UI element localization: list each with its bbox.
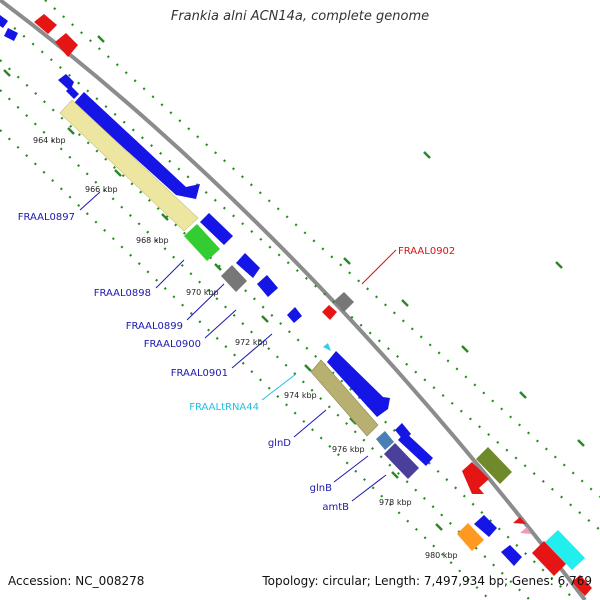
gene-feature-FRAAL0902[interactable]	[322, 305, 337, 320]
gene-feature[interactable]	[476, 447, 512, 484]
leader-line-glnD	[293, 409, 327, 438]
scale-label: 978 kbp	[379, 498, 412, 507]
scale-tick	[3, 69, 11, 77]
scale-tick	[97, 35, 105, 43]
gene-feature-FRAAL0900[interactable]	[221, 265, 247, 292]
scale-label: 968 kbp	[136, 236, 169, 245]
scale-tick	[67, 127, 75, 135]
scale-label: 966 kbp	[85, 185, 118, 194]
leader-line-FRAAL0897	[79, 191, 101, 211]
scale-tick	[519, 391, 527, 399]
scale-label: 980 kbp	[425, 551, 458, 560]
scale-label: 970 kbp	[186, 288, 219, 297]
leader-line-FRAAL0899	[186, 283, 225, 321]
gene-feature-FRAAL0902-grey[interactable]	[334, 292, 354, 312]
gene-feature[interactable]	[501, 545, 522, 566]
gene-feature[interactable]	[457, 523, 484, 551]
gene-feature-FRAAL0898-cds[interactable]	[200, 213, 233, 245]
accession-label: Accession: NC_008278	[8, 574, 145, 588]
genome-backbone	[0, 0, 587, 600]
gene-feature-FRAAL0897[interactable]	[59, 99, 199, 232]
scale-tick	[261, 315, 269, 323]
gene-feature-glnD[interactable]	[310, 359, 379, 437]
gene-label-FRAAL0900[interactable]: FRAAL0900	[144, 339, 201, 350]
scale-tick	[391, 471, 399, 479]
gene-feature-amtB[interactable]	[384, 443, 419, 479]
gene-feature-glnB-steel[interactable]	[376, 431, 394, 450]
scale-label: 976 kbp	[332, 445, 365, 454]
leader-line-FRAAL0901	[231, 333, 273, 369]
gene-label-FRAAL0897[interactable]: FRAAL0897	[18, 212, 75, 223]
gene-feature-FRAAL0900-cds[interactable]	[257, 275, 278, 297]
track-guide-inner-2	[0, 129, 491, 600]
gene-feature[interactable]	[66, 86, 79, 99]
scale-tick	[577, 439, 585, 447]
track-guide-outer-2	[4, 19, 600, 531]
gene-feature[interactable]	[520, 527, 531, 534]
gene-label-FRAAL0902[interactable]: FRAAL0902	[398, 246, 455, 257]
leader-line-FRAAL0898	[155, 259, 185, 289]
scale-tick	[161, 213, 169, 221]
genome-summary-label: Topology: circular; Length: 7,497,934 bp…	[262, 574, 592, 588]
gene-feature-FRAAL0898[interactable]	[184, 224, 220, 261]
gene-label-amtB[interactable]: amtB	[322, 502, 349, 513]
gene-feature-glnD-cds[interactable]	[327, 351, 390, 417]
leader-line-FRAALtRNA44	[261, 373, 297, 401]
outer-gene-features	[34, 14, 592, 596]
scale-tick	[349, 417, 357, 425]
scale-tick	[435, 523, 443, 531]
gene-feature[interactable]	[462, 462, 489, 494]
gene-label-FRAALtRNA44[interactable]: FRAALtRNA44	[189, 402, 259, 413]
scale-label: 974 kbp	[284, 391, 317, 400]
scale-tick	[304, 364, 312, 372]
gene-feature[interactable]	[4, 28, 18, 41]
leader-lines	[79, 191, 397, 502]
gene-label-FRAAL0901[interactable]: FRAAL0901	[171, 368, 228, 379]
gene-features	[0, 15, 522, 566]
gene-feature-FRAAL0897-cds[interactable]	[74, 92, 200, 199]
scale-tick	[555, 261, 563, 269]
track-guide-inner-1	[0, 89, 531, 600]
scale-tick	[114, 169, 122, 177]
leader-line-amtB	[351, 474, 387, 502]
track-guide-outer-3	[44, 0, 600, 498]
gene-label-FRAAL0898[interactable]: FRAAL0898	[94, 288, 151, 299]
leader-line-FRAAL0900	[204, 309, 237, 339]
scale-labels: 964 kbp 966 kbp 968 kbp 970 kbp 972 kbp …	[33, 136, 458, 560]
map-title: Frankia alni ACN14a, complete genome	[170, 9, 430, 24]
leader-line-glnB	[333, 455, 369, 483]
gene-label-glnB[interactable]: glnB	[310, 483, 332, 494]
gene-feature[interactable]	[34, 14, 57, 34]
gene-feature[interactable]	[513, 517, 526, 524]
gene-feature[interactable]	[532, 541, 566, 576]
gene-feature[interactable]	[55, 33, 78, 57]
scale-tick	[343, 257, 351, 265]
scale-tick	[461, 345, 469, 353]
leader-line-FRAAL0902	[361, 249, 397, 285]
gene-feature[interactable]	[0, 15, 8, 28]
gene-feature[interactable]	[545, 530, 585, 570]
scale-label: 972 kbp	[235, 338, 268, 347]
scale-tick	[423, 151, 431, 159]
gene-feature[interactable]	[572, 575, 592, 596]
scale-label: 964 kbp	[33, 136, 66, 145]
gene-feature-FRAAL0901[interactable]	[287, 307, 302, 323]
scale-ticks	[3, 35, 585, 531]
gene-labels: FRAAL0897 FRAAL0898 FRAAL0899 FRAAL0900 …	[18, 212, 456, 513]
scale-tick	[214, 263, 222, 271]
gene-label-FRAAL0899[interactable]: FRAAL0899	[126, 321, 183, 332]
track-guide-outer-1	[0, 59, 576, 600]
gene-feature-glnB-cds[interactable]	[398, 432, 433, 466]
scale-tick	[401, 299, 409, 307]
gene-feature[interactable]	[474, 515, 497, 537]
gene-feature-FRAALtRNA44[interactable]	[323, 343, 331, 351]
gene-label-glnD[interactable]: glnD	[268, 438, 291, 449]
gene-feature-FRAAL0899[interactable]	[236, 253, 260, 278]
gene-feature[interactable]	[58, 74, 74, 91]
